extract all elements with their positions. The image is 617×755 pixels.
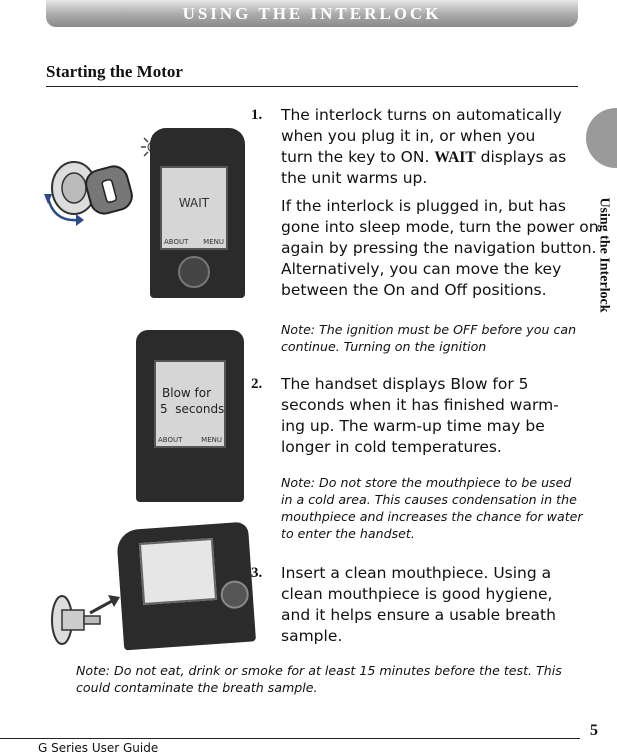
step-2-number: 2. — [251, 376, 263, 392]
step-1-line-1: The interlock turns on automatically — [281, 106, 562, 124]
sleep-line-2: gone into sleep mode, turn the power on — [281, 218, 599, 236]
step-1-number: 1. — [251, 107, 263, 123]
handset-mouthpiece — [115, 521, 257, 651]
sleep-line-5: between the On and Off positions. — [281, 281, 547, 299]
handset-wait: WAIT ABOUT MENU — [150, 128, 245, 298]
handset-mouthpiece-screen — [138, 538, 218, 606]
step-1-line-3-pre: turn the key to ON. — [281, 148, 435, 166]
step-1-line-2: when you plug it in, or when you — [281, 127, 536, 145]
soft-key-menu: MENU — [203, 238, 224, 246]
handset-wait-screen: WAIT ABOUT MENU — [160, 166, 228, 250]
step-2-line-4: longer in cold temperatures. — [281, 438, 502, 456]
soft-key-about: ABOUT — [164, 238, 189, 246]
note-eat-line-2: could contaminate the breath sample. — [76, 680, 318, 695]
sleep-mode-paragraph: If the interlock is plugged in, but has … — [281, 196, 599, 301]
section-title: Starting the Motor — [46, 62, 183, 81]
soft-key-about-2: ABOUT — [158, 436, 183, 444]
note-ignition-line-2: continue. Turning on the ignition — [281, 339, 487, 354]
note-storage-line-2: in a cold area. This causes condensation… — [281, 492, 577, 507]
wait-keyword: WAIT — [434, 149, 476, 166]
arrow-icon — [89, 595, 120, 615]
step-3-number: 3. — [251, 565, 263, 581]
sleep-line-3: again by pressing the navigation button. — [281, 239, 597, 257]
footer-rule — [0, 738, 580, 739]
note-storage-line-3: mouthpiece and increases the chance for … — [281, 509, 583, 524]
sleep-line-1: If the interlock is plugged in, but has — [281, 197, 566, 215]
note-eat-drink: Note: Do not eat, drink or smoke for at … — [76, 662, 562, 696]
soft-key-menu-2: MENU — [201, 436, 222, 444]
page-number: 5 — [590, 722, 598, 739]
step-2-text: The handset displays Blow for 5 seconds … — [281, 374, 559, 458]
note-mouthpiece-storage: Note: Do not store the mouthpiece to be … — [281, 474, 583, 542]
step-1-text: The interlock turns on automatically whe… — [281, 105, 566, 189]
key-illustration — [44, 161, 133, 226]
chapter-banner-title: USING THE INTERLOCK — [182, 3, 442, 23]
screen-blow-line1: Blow for — [162, 386, 212, 400]
step-3-line-1: Insert a clean mouthpiece. Using a — [281, 564, 552, 582]
step-1-line-3-post: displays as — [475, 148, 567, 166]
handset-blow: Blow for 5 seconds ABOUT MENU — [136, 330, 244, 502]
mouthpiece-port — [219, 579, 250, 610]
handset-blow-screen: Blow for 5 seconds ABOUT MENU — [154, 360, 226, 448]
note-ignition-line-1: Note: The ignition must be OFF before yo… — [281, 322, 577, 337]
note-eat-line-1: Note: Do not eat, drink or smoke for at … — [76, 663, 562, 678]
step-3-line-3: and it helps ensure a usable breath — [281, 606, 556, 624]
step-3-line-2: clean mouthpiece is good hygiene, — [281, 585, 553, 603]
step-3-text: Insert a clean mouthpiece. Using a clean… — [281, 563, 556, 647]
screen-blow-line2: 5 seconds — [160, 402, 225, 416]
note-storage-line-4: to enter the handset. — [281, 526, 415, 541]
section-rule — [46, 86, 578, 87]
step-2-line-2: seconds when it has finished warm- — [281, 396, 559, 414]
navigation-button — [178, 256, 210, 288]
step-1-line-3: turn the key to ON. WAIT displays as — [281, 147, 566, 168]
side-tab — [586, 108, 617, 168]
mouthpiece-illustration — [51, 595, 101, 645]
note-ignition: Note: The ignition must be OFF before yo… — [281, 321, 576, 355]
sleep-line-4: Alternatively, you can move the key — [281, 260, 562, 278]
note-storage-line-1: Note: Do not store the mouthpiece to be … — [281, 475, 572, 490]
step-1-line-4: the unit warms up. — [281, 169, 428, 187]
step-2-line-1: The handset displays Blow for 5 — [281, 375, 529, 393]
screen-wait-text: WAIT — [178, 196, 210, 210]
step-2-line-3: ing up. The warm-up time may be — [281, 417, 545, 435]
chapter-banner: USING THE INTERLOCK — [46, 0, 578, 27]
step-3-line-4: sample. — [281, 627, 343, 645]
footer-guide-title: G Series User Guide — [38, 741, 159, 755]
